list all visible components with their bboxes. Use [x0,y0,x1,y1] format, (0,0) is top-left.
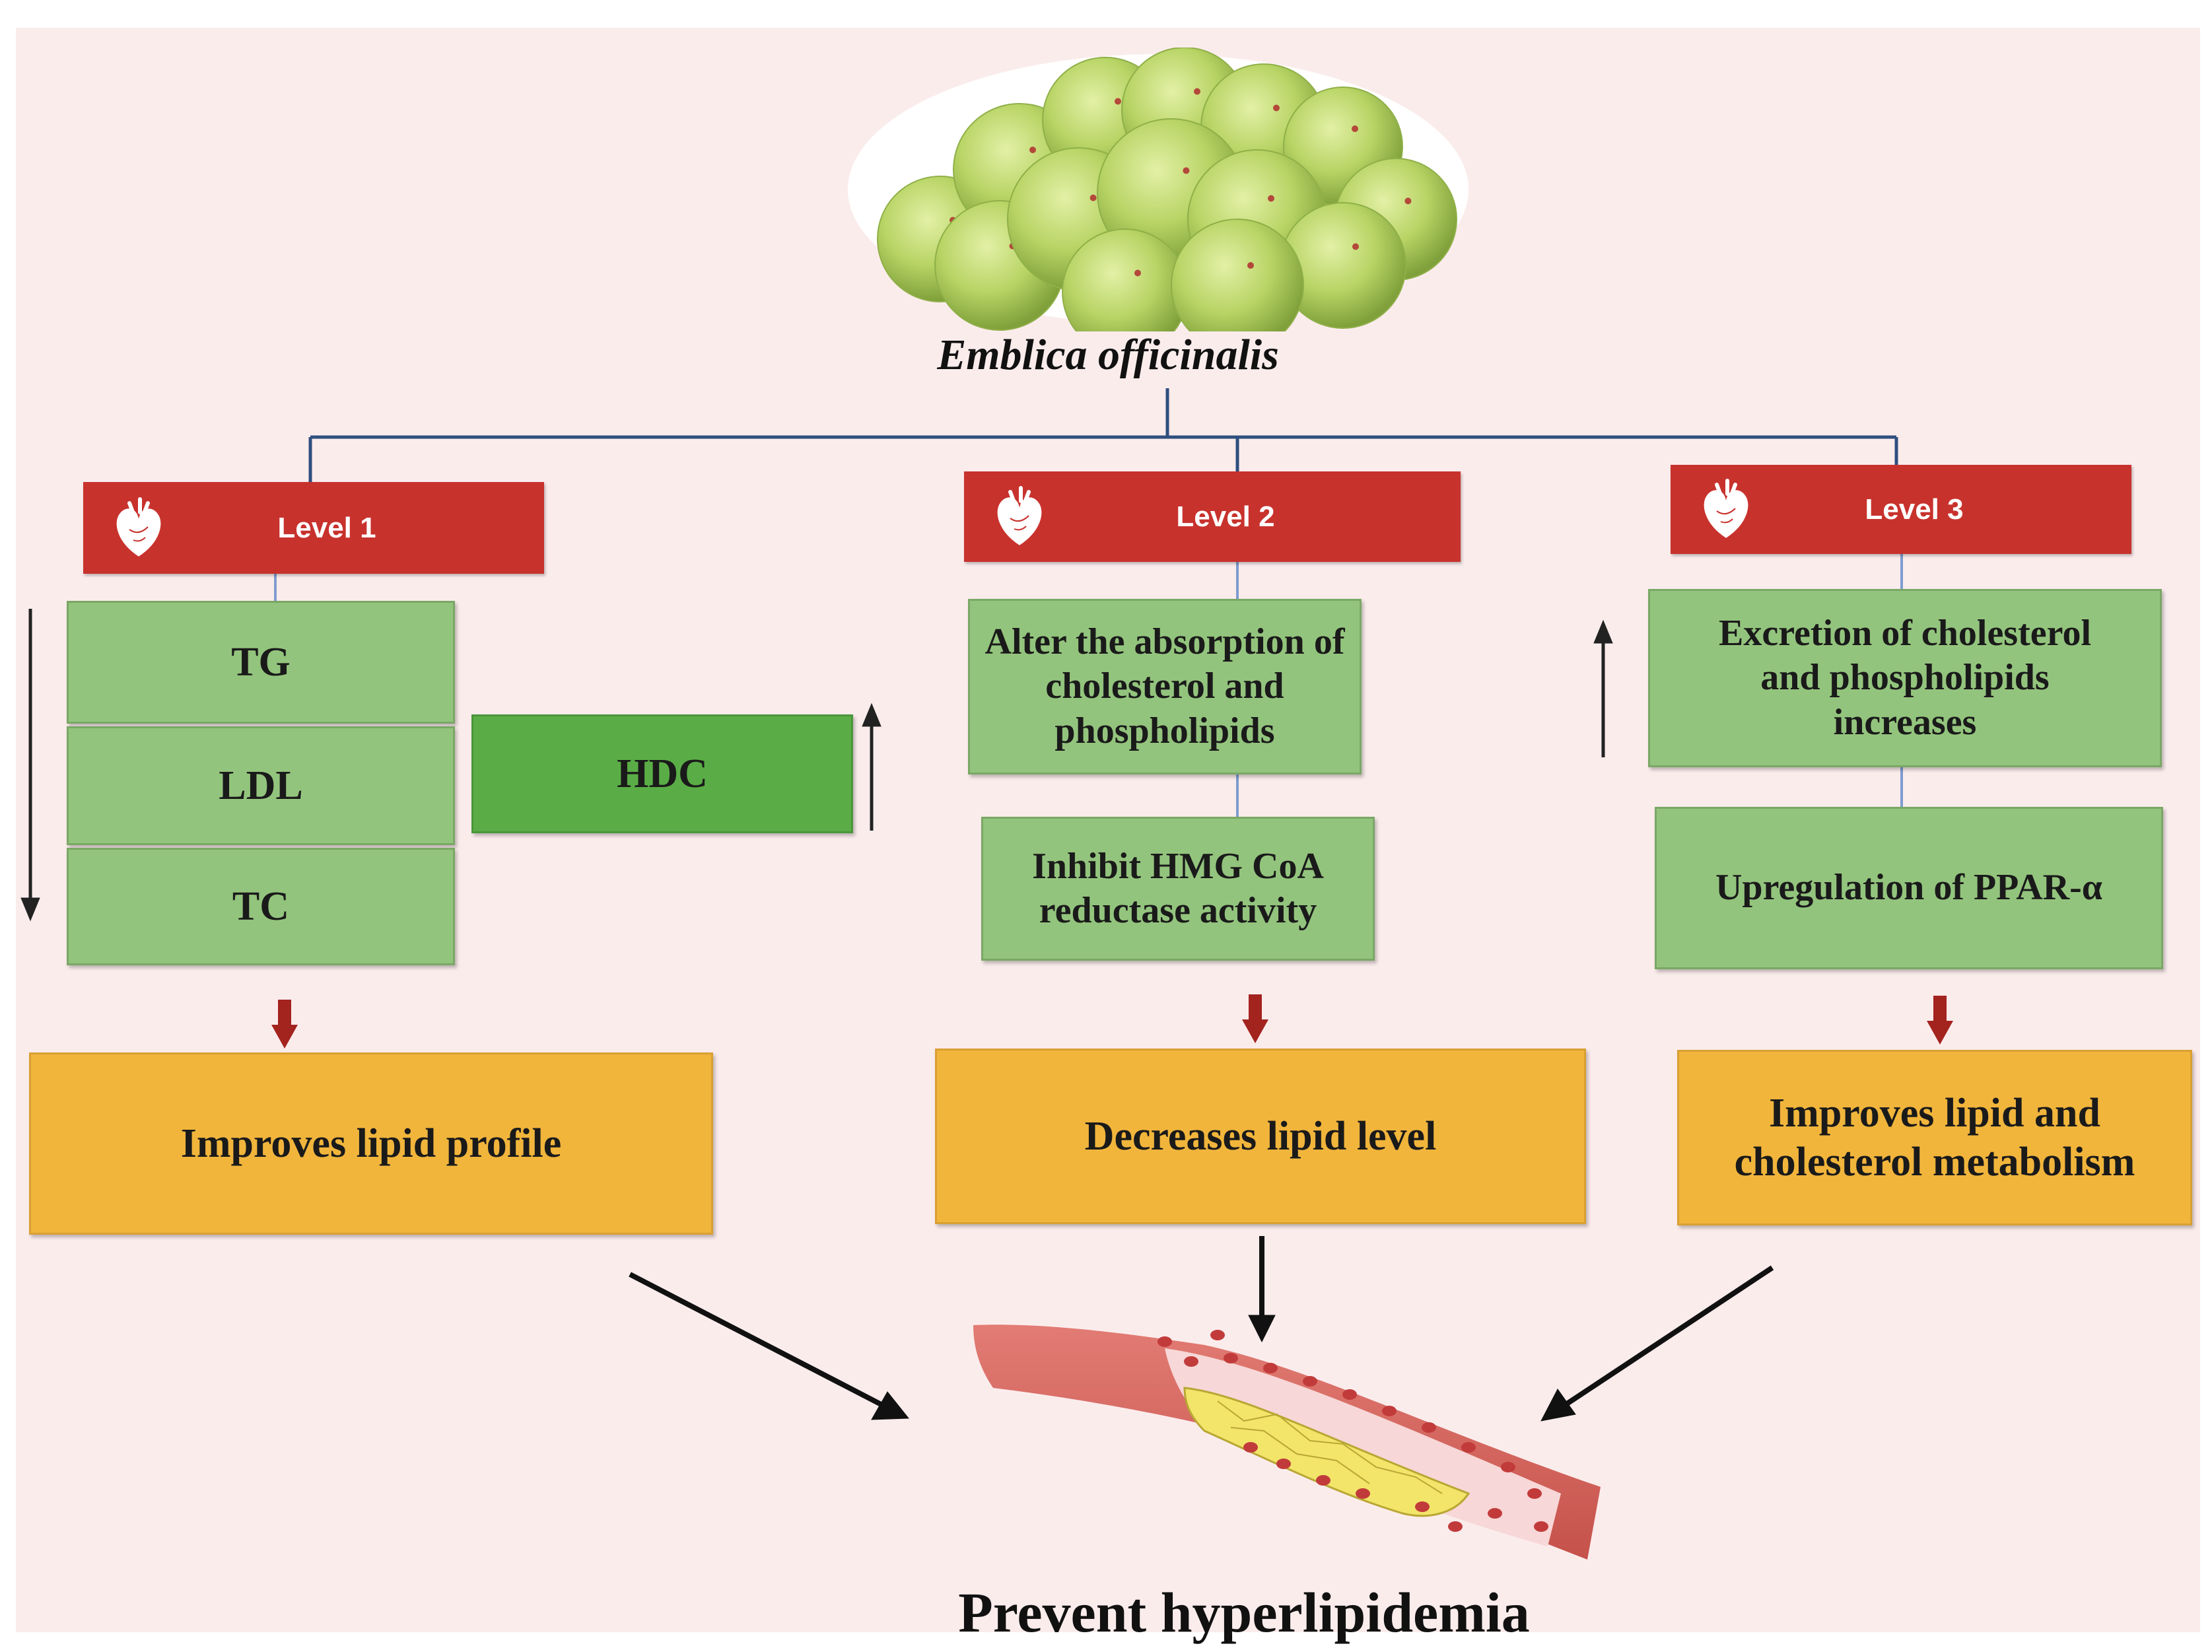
ldl-label: LDL [219,763,303,808]
ppar-alpha-label: Upregulation of PPAR-α [1715,867,2103,909]
fruit-spot [1029,147,1036,153]
fruit-spot [1089,194,1097,201]
red-blood-cell [1158,1336,1172,1347]
ldl-box: LDL [67,726,455,845]
red-blood-cell [1316,1475,1331,1486]
red-blood-cell [1342,1389,1357,1400]
hmg-coa-box: Inhibit HMG CoA reductase activity [981,817,1375,961]
fruit-spot [1134,269,1141,277]
red-blood-cell [1243,1442,1258,1453]
red-blood-cell [1303,1376,1317,1387]
red-blood-cell [1224,1353,1238,1363]
heart-icon [1702,478,1750,539]
convergence-arrows [629,1236,1774,1422]
ppar-alpha-box: Upregulation of PPAR-α [1655,807,2163,969]
red-blood-cell [1501,1462,1515,1472]
fruit-spot [1247,262,1254,269]
red-blood-cell [1415,1501,1430,1512]
red-blood-cell [1210,1330,1225,1340]
fruit-spot [1268,195,1274,202]
tc-box: TC [67,848,455,965]
species-name: Emblica officinalis [937,331,1279,379]
amla-fruit-illustration [848,48,1469,331]
hdc-box: HDC [471,714,853,833]
level-1-header: Level 1 [83,482,544,574]
diagram-canvas: Emblica officinalis [16,28,2200,1644]
decreases-lipid-level-box: Decreases lipid level [935,1049,1586,1224]
absorption-box: Alter the absorption of cholesterol and … [968,599,1362,774]
tg-box: TG [67,601,455,724]
level-1-label: Level 1 [277,511,376,544]
fruit-spot [1404,197,1412,205]
hmg-coa-label: Inhibit HMG CoA reductase activity [1032,845,1324,931]
level-2-label: Level 2 [1176,500,1275,533]
red-blood-cell [1534,1521,1548,1532]
red-blood-cell [1263,1363,1278,1373]
increase-arrow-level3 [1593,619,1613,757]
red-blood-cell [1276,1459,1291,1469]
red-blood-cell [1488,1508,1502,1519]
tc-label: TC [232,883,290,929]
hdc-label: HDC [617,751,708,796]
fruit-spot [1273,104,1280,112]
heart-icon [115,497,162,558]
fruit-spot [1115,98,1121,105]
improves-lipid-profile-box: Improves lipid profile [29,1052,713,1235]
absorption-label: Alter the absorption of cholesterol and … [985,621,1345,751]
increase-arrow-hdc [862,703,881,831]
fruit-spot [1352,243,1359,250]
improves-lipid-profile-label: Improves lipid profile [180,1120,562,1166]
fruit-spot [1194,88,1200,95]
artery-plaque-illustration [973,1325,1601,1560]
fruit-spot [1352,125,1358,132]
amla-fruit [1171,219,1304,331]
red-blood-cell [1527,1488,1542,1499]
level-3-header: Level 3 [1671,465,2131,554]
excretion-box: Excretion of cholesterol and phospholipi… [1648,589,2162,767]
final-outcome-title: Prevent hyperlipidemia [958,1581,1530,1644]
connector-lines [20,388,1953,1422]
tg-label: TG [231,639,291,685]
heart-icon [996,485,1043,547]
lipid-metabolism-box: Improves lipid and cholesterol metabolis… [1677,1050,2192,1225]
red-blood-cell [1422,1422,1436,1433]
red-blood-cell [1448,1521,1463,1532]
red-blood-cell [1356,1488,1370,1499]
lipid-metabolism-label: Improves lipid and cholesterol metabolis… [1734,1090,2135,1185]
excretion-label: Excretion of cholesterol and phospholipi… [1718,613,2092,743]
level-2-header: Level 2 [964,471,1461,562]
decrease-arrow [20,609,40,922]
level-3-label: Level 3 [1865,493,1964,526]
red-blood-cell [1382,1406,1397,1416]
fruit-spot [1183,167,1190,174]
flow-arrows [271,994,1953,1049]
red-blood-cell [1461,1442,1476,1453]
red-blood-cell [1184,1356,1198,1367]
decreases-lipid-level-label: Decreases lipid level [1084,1113,1437,1159]
